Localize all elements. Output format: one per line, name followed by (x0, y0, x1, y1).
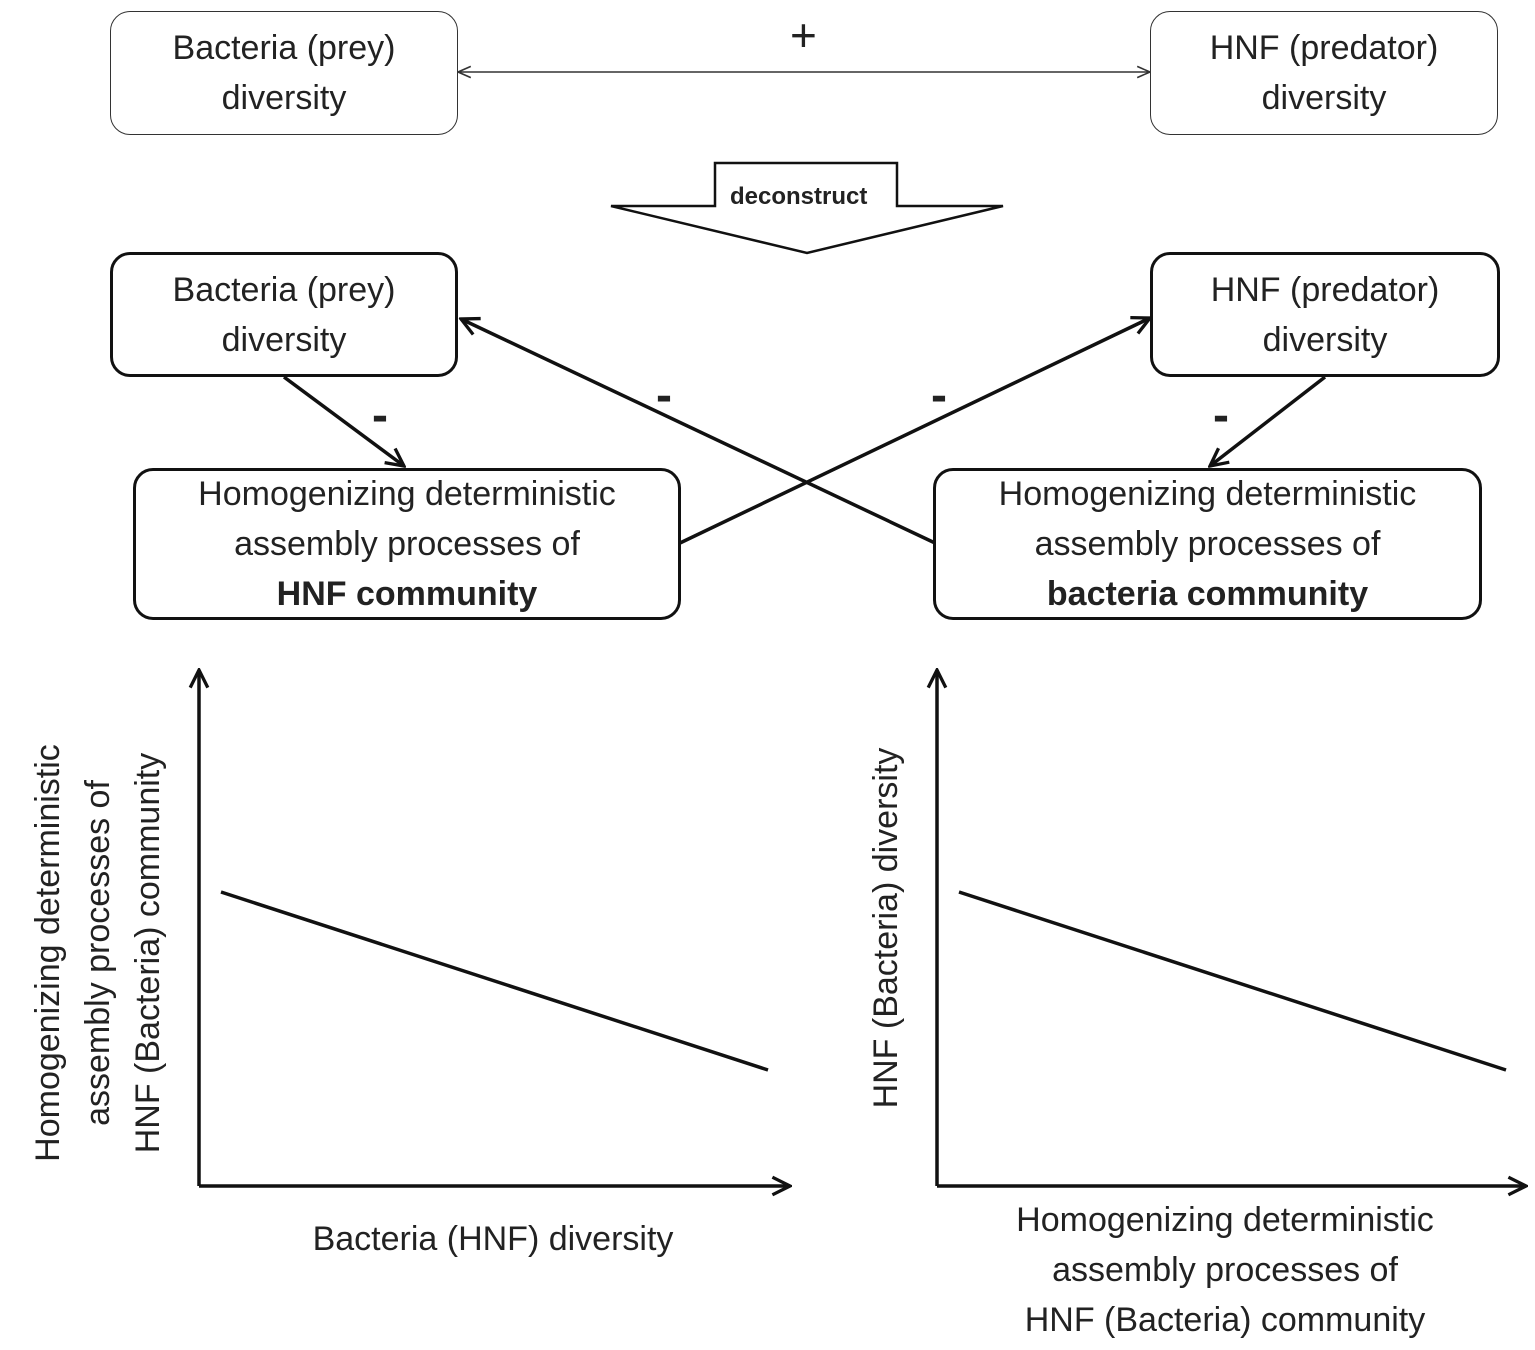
box-line-emphasis: HNF community (276, 575, 538, 613)
bacteria-assembly-box: Homogenizing deterministic assembly proc… (933, 468, 1482, 620)
arrow-bacteria-assembly-to-prey (461, 319, 936, 545)
negative-sign: - (931, 369, 947, 422)
axis-label-line: HNF (Bacteria) community (129, 752, 167, 1154)
box-line: assembly processes of (1034, 525, 1381, 563)
box-line: Homogenizing deterministic (998, 475, 1417, 513)
top-hnf-diversity-box: HNF (predator) diversity (1150, 11, 1498, 135)
predator-diversity-box: HNF (predator) diversity (1150, 252, 1500, 377)
negative-sign: - (656, 369, 672, 422)
axis-label-line: assembly processes of (1052, 1251, 1398, 1289)
hnf-assembly-box: Homogenizing deterministic assembly proc… (133, 468, 681, 620)
right-plot-trend-line (958, 890, 1507, 1072)
axis-label-line: Homogenizing deterministic (1016, 1201, 1434, 1239)
box-line-emphasis: bacteria community (1046, 575, 1369, 613)
left-plot-y-label: Homogenizing deterministic assembly proc… (23, 703, 173, 1203)
box-line: Homogenizing deterministic (198, 475, 616, 513)
arrow-prey-to-hnf-assembly (282, 375, 404, 466)
deconstruct-arrow (610, 161, 1004, 255)
box-line: Bacteria (prey) (172, 29, 396, 67)
axis-label-line: HNF (Bacteria) diversity (867, 747, 905, 1109)
left-plot-trend-line (220, 890, 769, 1072)
axis-label-line: Homogenizing deterministic (29, 744, 67, 1162)
box-line: diversity (1261, 79, 1387, 117)
right-plot-y-label: HNF (Bacteria) diversity (861, 748, 911, 1109)
arrow-hnf-assembly-to-predator (679, 318, 1150, 545)
box-line: assembly processes of (234, 525, 580, 563)
negative-sign: - (1213, 389, 1229, 442)
box-line: diversity (221, 79, 347, 117)
top-bacteria-diversity-box: Bacteria (prey) diversity (110, 11, 458, 135)
box-line: HNF (predator) (1210, 270, 1440, 309)
box-line: Bacteria (prey) (172, 270, 396, 309)
negative-sign: - (372, 389, 388, 442)
box-line: diversity (221, 320, 347, 359)
arrow-predator-to-bacteria-assembly (1210, 375, 1327, 466)
positive-sign: + (790, 9, 817, 61)
box-line: diversity (1262, 320, 1388, 359)
prey-diversity-box: Bacteria (prey) diversity (110, 252, 458, 377)
left-plot-x-label: Bacteria (HNF) diversity (312, 1220, 674, 1258)
right-plot-x-label: Homogenizing deterministic assembly proc… (975, 1195, 1475, 1345)
deconstruct-label: deconstruct (730, 183, 868, 210)
axis-label-line: HNF (Bacteria) community (1024, 1301, 1426, 1339)
axis-label-line: assembly processes of (79, 780, 117, 1126)
box-line: HNF (predator) (1209, 29, 1439, 67)
